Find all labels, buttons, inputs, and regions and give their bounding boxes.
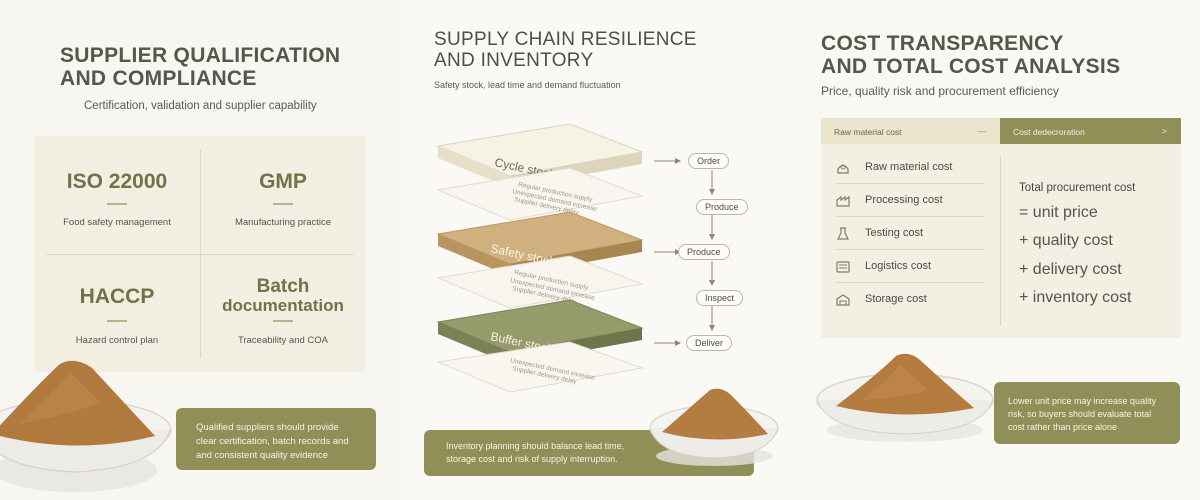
- callout-line: clear certification, batch records and: [196, 435, 349, 447]
- cost-item-testing: Testing cost: [835, 218, 985, 250]
- panel2-title-line2: AND INVENTORY: [434, 49, 594, 71]
- panel3-subtitle: Price, quality risk and procurement effi…: [821, 84, 1059, 98]
- table-divider: [1000, 156, 1001, 326]
- testing-icon: [837, 227, 849, 240]
- cert-title: ISO 22000: [66, 170, 168, 193]
- formula-line: + quality cost: [1019, 232, 1113, 249]
- cert-desc: Traceability and COA: [238, 335, 328, 346]
- cert-cell-haccp: HACCP Hazard control plan: [34, 254, 200, 372]
- cert-title: HACCP: [79, 285, 155, 308]
- callout-line: and consistent quality evidence: [196, 449, 329, 461]
- cost-item-logistics: Logistics cost: [835, 251, 985, 283]
- callout-line: Qualified suppliers should provide: [196, 422, 339, 433]
- formula-line: + delivery cost: [1019, 261, 1122, 278]
- powder-bowl-illustration: [816, 353, 994, 442]
- callout-line: Inventory planning should balance lead t…: [446, 441, 625, 451]
- cost-breakdown-table: Raw material cost — Cost dedecroration >…: [821, 118, 1181, 338]
- callout-line: storage cost and risk of supply interrup…: [446, 454, 618, 465]
- cert-rule: [273, 320, 293, 322]
- panel1-title-line1: SUPPLIER QUALIFICATION: [60, 44, 341, 67]
- panel1-title-line2: AND COMPLIANCE: [60, 67, 257, 91]
- cost-item-label: Processing cost: [865, 194, 943, 206]
- cert-cell-batch-documentation: Batch documentation Traceability and COA: [200, 254, 366, 372]
- tab-label: Raw material cost: [834, 127, 902, 137]
- cost-item-raw-material: Raw material cost: [835, 152, 985, 184]
- cost-item-label: Testing cost: [865, 227, 924, 239]
- tab-raw-material-cost[interactable]: Raw material cost —: [821, 118, 1000, 144]
- panel2-title: SUPPLY CHAIN RESILIENCE AND INVENTORY: [434, 29, 697, 72]
- cost-item-label: Storage cost: [865, 293, 927, 305]
- flow-node-deliver: Deliver: [686, 335, 733, 351]
- flow-node-produce: Produce: [678, 244, 730, 260]
- callout-line: cost rather than price alone: [1008, 422, 1118, 433]
- sublayer-safety: Regular production supply Unexpected dem…: [436, 255, 644, 309]
- cert-rule: [107, 320, 127, 322]
- flow-node-produce: Produce: [696, 199, 748, 215]
- tab-cost-decoration[interactable]: Cost dedecroration >: [1000, 118, 1181, 144]
- powder-bowl-illustration: [649, 388, 779, 466]
- powder-bowl-illustration: [0, 360, 172, 492]
- cost-item-label: Raw material cost: [865, 161, 953, 173]
- panel3-title-line1: COST TRANSPARENCY: [821, 32, 1064, 55]
- callout-line: Lower unit price may increase quality: [1008, 396, 1157, 406]
- formula-title: Total procurement cost: [1019, 182, 1136, 194]
- cert-desc: Food safety management: [63, 217, 171, 228]
- panel-supply-chain-resilience: SUPPLY CHAIN RESILIENCE AND INVENTORY Sa…: [400, 0, 800, 500]
- panel2-subtitle: Safety stock, lead time and demand fluct…: [434, 80, 621, 90]
- cert-desc: Hazard control plan: [75, 335, 159, 346]
- sublayer-cycle: Regular production supply Unexpected dem…: [436, 167, 644, 221]
- chevron-right-icon: >: [1162, 126, 1167, 136]
- processing-icon: [836, 195, 850, 207]
- grid-divider-horizontal: [46, 254, 354, 255]
- cost-item-storage: Storage cost: [835, 284, 985, 316]
- logistics-icon: [836, 261, 850, 273]
- flow-connectors: [654, 158, 715, 346]
- flow-node-inspect: Inspect: [696, 290, 744, 306]
- cert-title-line2: documentation: [222, 296, 344, 315]
- tab-dash: —: [977, 126, 987, 136]
- raw-material-icon: [837, 164, 849, 174]
- formula-line: = unit price: [1019, 204, 1098, 221]
- cost-item-label: Logistics cost: [865, 260, 932, 272]
- cert-cell-gmp: GMP Manufacturing practice: [200, 136, 366, 254]
- cert-title-line1: Batch: [256, 276, 310, 297]
- formula-line: + inventory cost: [1019, 289, 1132, 306]
- tab-label: Cost dedecroration: [1013, 127, 1085, 137]
- cert-rule: [273, 203, 293, 205]
- cert-rule: [107, 203, 127, 205]
- flow-node-order: Order: [688, 153, 730, 169]
- cost-item-processing: Processing cost: [835, 185, 985, 217]
- panel1-subtitle: Certification, validation and supplier c…: [84, 100, 317, 112]
- cert-cell-iso22000: ISO 22000 Food safety management: [34, 136, 200, 254]
- panel3-title: COST TRANSPARENCY AND TOTAL COST ANALYSI…: [821, 32, 1120, 78]
- certification-grid: ISO 22000 Food safety management GMP Man…: [34, 136, 366, 372]
- panel2-title-line1: SUPPLY CHAIN RESILIENCE: [434, 29, 697, 50]
- storage-icon: [836, 294, 850, 306]
- panel3-callout: Lower unit price may increase quality ri…: [994, 382, 1180, 444]
- panel1-title: SUPPLIER QUALIFICATION AND COMPLIANCE: [60, 44, 340, 90]
- panel-supplier-qualification: SUPPLIER QUALIFICATION AND COMPLIANCE Ce…: [0, 0, 400, 500]
- sublayer-buffer: Unexpected demand increase Supplier deli…: [436, 341, 644, 393]
- inventory-layer-stack: Cycle stock Regular production supply Un…: [436, 123, 644, 393]
- cert-title: GMP: [259, 170, 307, 193]
- cert-desc: Manufacturing practice: [234, 217, 332, 228]
- panel3-title-line2: AND TOTAL COST ANALYSIS: [821, 55, 1121, 79]
- panel1-callout: Qualified suppliers should provide clear…: [176, 408, 376, 470]
- callout-line: risk, so buyers should evaluate total: [1008, 409, 1152, 420]
